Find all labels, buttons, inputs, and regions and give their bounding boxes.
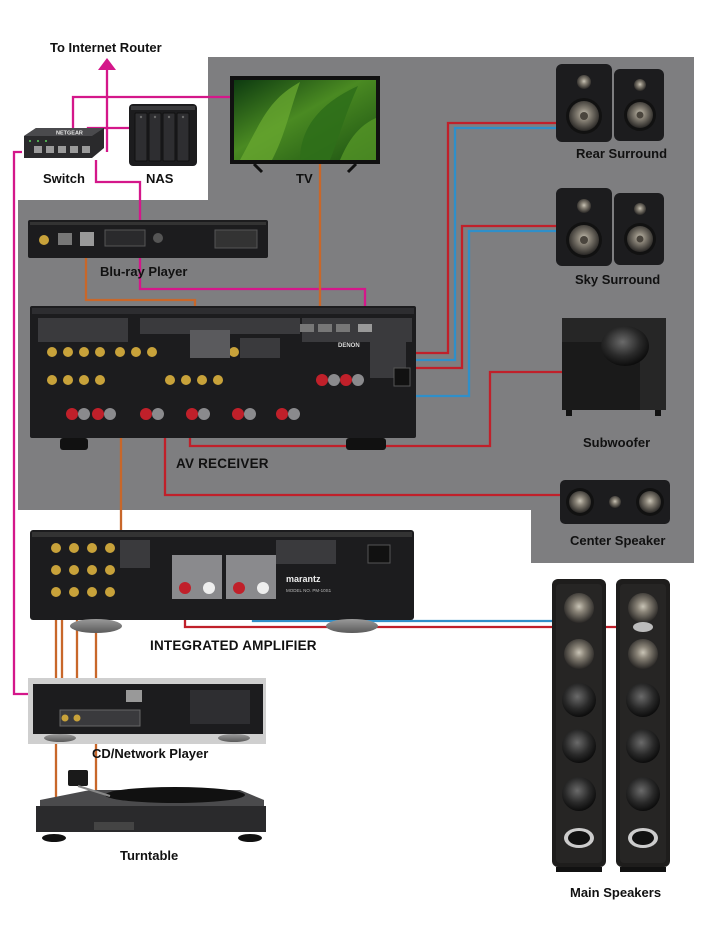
rear-surround-label: Rear Surround	[576, 146, 668, 161]
subwoofer-device	[562, 318, 666, 416]
center-speaker-device	[560, 480, 670, 524]
subwoofer-label: Subwoofer	[583, 435, 651, 450]
amp-model-text: MODEL NO. PM-10S1	[286, 588, 332, 593]
bluray-label: Blu-ray Player	[100, 264, 188, 279]
turntable-device	[36, 770, 266, 842]
receiver-speaker-terminals	[66, 374, 364, 420]
switch-brand-text: NETGEAR	[56, 131, 83, 137]
tv-label: TV	[296, 171, 313, 186]
av-receiver: DENON	[30, 306, 416, 450]
bluray-player	[28, 220, 268, 258]
amp-brand-text: marantz	[286, 574, 321, 584]
receiver-brand-text: DENON	[338, 343, 360, 349]
sky-surround-speakers	[556, 188, 664, 266]
main-speakers-device	[552, 579, 670, 872]
amplifier-label: INTEGRATED AMPLIFIER	[150, 638, 317, 653]
integrated-amplifier: marantz MODEL NO. PM-10S1	[30, 530, 414, 633]
cd-player-label: CD/Network Player	[92, 746, 209, 761]
router-arrowhead	[98, 58, 116, 70]
switch-label: Switch	[43, 171, 85, 186]
television	[230, 76, 380, 174]
center-speaker-label: Center Speaker	[570, 533, 666, 548]
rear-surround-speakers	[556, 64, 664, 142]
sky-surround-neg-cable	[378, 229, 556, 398]
main-speakers-label: Main Speakers	[570, 885, 662, 900]
nas-label: NAS	[146, 171, 174, 186]
receiver-label: AV RECEIVER	[176, 456, 269, 471]
cd-network-player	[28, 678, 266, 744]
network-switch: NETGEAR	[24, 128, 104, 158]
nas-device	[129, 104, 197, 166]
sky-surround-label: Sky Surround	[575, 272, 661, 287]
router-label: To Internet Router	[50, 40, 162, 55]
turntable-label: Turntable	[120, 848, 179, 863]
